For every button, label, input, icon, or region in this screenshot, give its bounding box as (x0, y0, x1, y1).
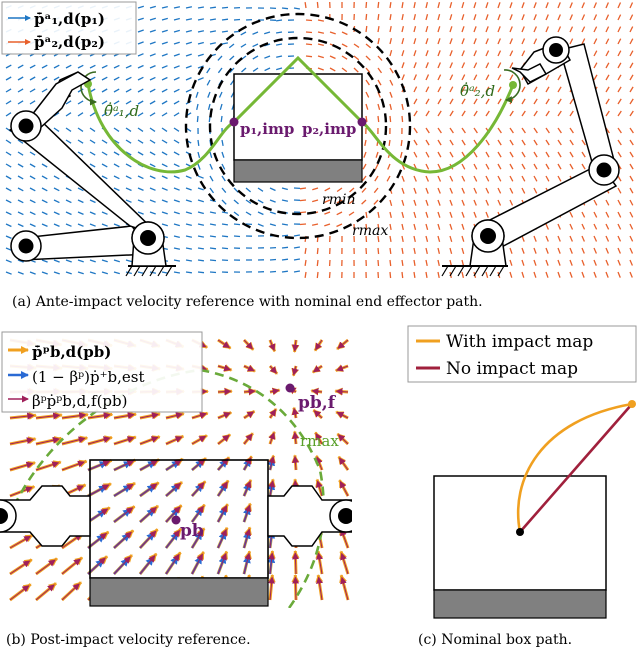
pbf-label: pb,f (298, 393, 337, 413)
caption-a: (a) Ante-impact velocity reference with … (12, 294, 483, 310)
box-c-base (433, 589, 607, 619)
panel-b: p̄̇ᵖb,d(pb) (1 − βᵖ)ṗ⁺b,est βᵖṗᵖb,d,f(pb… (0, 331, 352, 608)
robot-arm-right-icon (471, 36, 620, 253)
gripper-left-b-icon (0, 485, 91, 547)
ground-hatch-left (125, 265, 173, 277)
legend-c-with: With impact map (446, 332, 593, 352)
legend-b: p̄̇ᵖb,d(pb) (1 − βᵖ)ṗ⁺b,est βᵖṗᵖb,d,f(pb… (1, 331, 203, 413)
end-dot-c (628, 400, 636, 408)
path-end-dot (509, 81, 517, 89)
rmax-circle (184, 12, 412, 240)
rmin-circle (208, 36, 388, 216)
theta1-arc-icon (80, 71, 97, 106)
gripper-right-icon (511, 63, 548, 83)
p2-imp-label: p₂,imp (302, 120, 356, 138)
rmax-arc (6, 368, 325, 608)
legend-c-without: No impact map (446, 359, 578, 379)
theta1-label: θ̄̇ᵃ₁,d (104, 102, 139, 120)
start-dot-c (516, 528, 524, 536)
box-b-base (89, 577, 269, 607)
p1-imp-label: p₁,imp (240, 120, 294, 138)
path-no-impact-map (519, 403, 633, 533)
legend-b-item3: βᵖṗᵖb,d,f(pb) (32, 392, 127, 410)
panel-a: p̄̇ᵃ₁,d(p₁) p̄̇ᵃ₂,d(p₂) θ̄̇ᵃ₁,d θ̄̇ᵃ₂,d … (1, 1, 634, 279)
legend-c (407, 325, 637, 383)
legend-b-item2: (1 − βᵖ)ṗ⁺b,est (32, 368, 145, 386)
pb-label: pb (180, 521, 204, 541)
box (233, 73, 363, 161)
caption-b: (b) Post-impact velocity reference. (6, 632, 251, 648)
gripper-right-b-icon (267, 485, 352, 547)
caption-c: (c) Nominal box path. (418, 632, 573, 648)
pbf-dot (285, 383, 295, 393)
nominal-path (86, 55, 515, 174)
p1-imp-dot (229, 117, 239, 127)
panel-c: With impact map No impact map (407, 325, 637, 619)
ground-hatch-right (441, 265, 505, 277)
p2-imp-dot (357, 117, 367, 127)
rmin-label: rmin (322, 192, 355, 208)
robot-joints-right (480, 43, 612, 244)
theta2-label: θ̄̇ᵃ₂,d (460, 82, 495, 100)
legend-a: p̄̇ᵃ₁,d(p₁) p̄̇ᵃ₂,d(p₂) (1, 1, 137, 55)
box-base (233, 159, 363, 183)
rmax-label-b: rmax (300, 432, 339, 450)
rmax-label: rmax (352, 223, 388, 239)
legend-b-item1: p̄̇ᵖb,d(pb) (32, 343, 111, 361)
legend-a-item2: p̄̇ᵃ₂,d(p₂) (34, 33, 105, 51)
legend-a-item1: p̄̇ᵃ₁,d(p₁) (34, 10, 105, 28)
theta2-arc-icon (503, 69, 521, 104)
path-with-impact-map (516, 402, 633, 533)
pb-dot (171, 515, 181, 525)
